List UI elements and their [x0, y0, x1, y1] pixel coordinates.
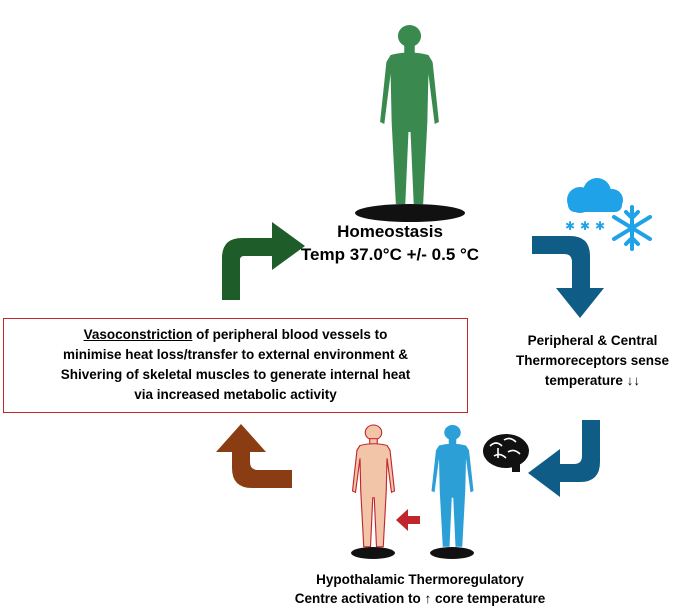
thermoreceptor-line-1: Peripheral & Central — [527, 333, 658, 348]
homeostasis-temperature: Temp 37.0°C +/- 0.5 °C — [300, 245, 480, 264]
brain-icon — [483, 434, 529, 472]
blue-arrow-top-icon — [532, 236, 604, 318]
snow-cloud-icon: ✱ ✱ ✱ — [565, 178, 623, 233]
hypothalamus-label: Hypothalamic Thermoregulatory Centre act… — [240, 570, 600, 608]
hypothalamus-line-2: Centre activation to ↑ core temperature — [294, 591, 546, 606]
thermoreceptor-line-3: temperature ↓↓ — [544, 373, 641, 388]
response-line-1: Vasoconstriction of peripheral blood ves… — [4, 325, 467, 345]
snowflake-icon — [612, 205, 652, 251]
response-line-1-rest: of peripheral blood vessels to — [192, 327, 388, 342]
effector-response-box: Vasoconstriction of peripheral blood ves… — [3, 318, 468, 413]
vasoconstriction-keyword: Vasoconstriction — [83, 327, 193, 342]
svg-text:✱: ✱ — [580, 219, 590, 233]
green-arrow-icon — [222, 222, 305, 300]
effector-response-text: Vasoconstriction of peripheral blood ves… — [4, 325, 467, 405]
homeostasis-title: Homeostasis — [337, 222, 443, 241]
response-line-4: via increased metabolic activity — [134, 387, 337, 402]
hypothalamus-line-1: Hypothalamic Thermoregulatory — [316, 572, 524, 587]
warm-human-figure-icon — [351, 424, 396, 559]
red-arrow-icon — [396, 509, 420, 531]
homeostasis-figure-icon — [355, 25, 465, 222]
response-line-2: minimise heat loss/transfer to external … — [62, 347, 409, 362]
response-line-3: Shivering of skeletal muscles to generat… — [60, 367, 411, 382]
svg-text:✱: ✱ — [595, 219, 605, 233]
thermoreceptor-label: Peripheral & Central Thermoreceptors sen… — [500, 331, 685, 391]
cold-human-figure-icon — [430, 425, 474, 559]
svg-text:✱: ✱ — [565, 219, 575, 233]
brown-arrow-icon — [216, 424, 292, 488]
thermoreceptor-line-2: Thermoreceptors sense — [515, 353, 670, 368]
blue-arrow-bottom-icon — [528, 420, 600, 497]
